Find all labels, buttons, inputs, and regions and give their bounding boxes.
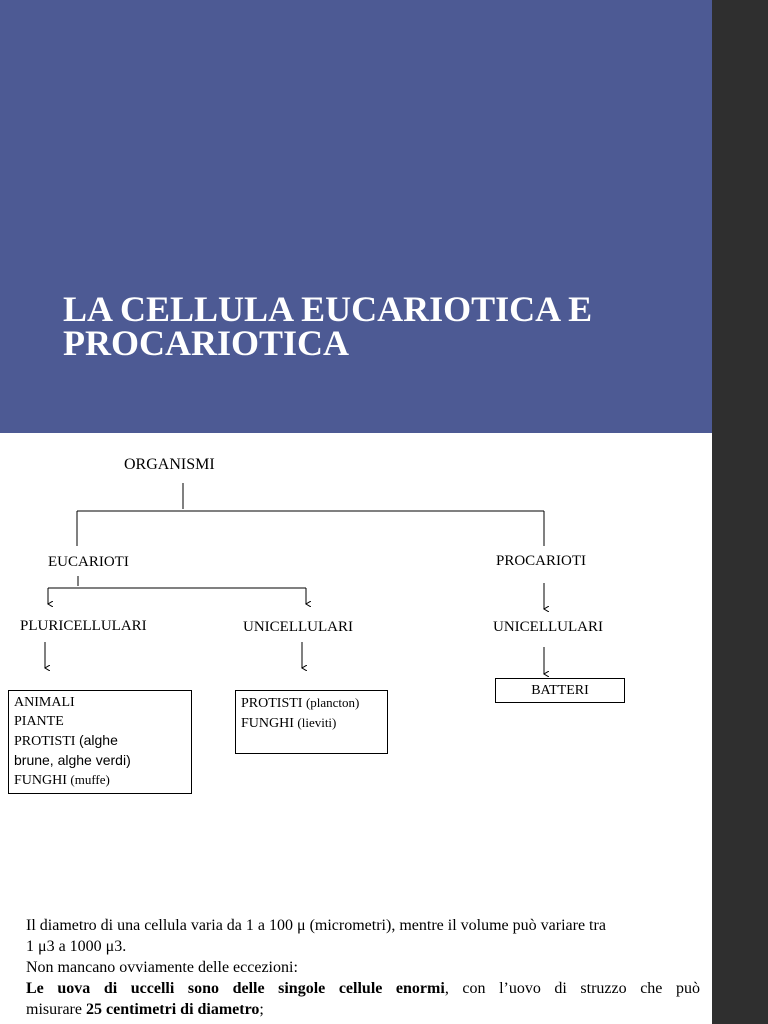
item-piante: PIANTE (14, 714, 64, 729)
box-batteri: BATTERI (495, 678, 625, 703)
description-paragraph: Il diametro di una cellula varia da 1 a … (26, 915, 700, 1020)
node-organismi: ORGANISMI (124, 456, 215, 473)
paragraph-line-4: Le uova di uccelli sono delle singole ce… (26, 980, 700, 997)
slide-title: LA CELLULA EUCARIOTICA E PROCARIOTICA (63, 289, 703, 363)
paragraph-line-2: 1 μ3 a 1000 μ3. (26, 938, 127, 955)
node-unicellulari-procarioti: UNICELLULARI (493, 619, 603, 635)
node-procarioti: PROCARIOTI (496, 553, 587, 569)
item-funghi-uni: FUNGHI (lieviti) (241, 715, 337, 731)
node-pluricellulari: PLURICELLULARI (20, 618, 147, 634)
tree-connectors (0, 483, 712, 1024)
box-pluricellulari-examples: ANIMALI PIANTE PROTISTI (alghe brune, al… (8, 690, 192, 794)
item-protisti-pluri-note: brune, alghe verdi) (14, 752, 131, 768)
paragraph-line-1: Il diametro di una cellula varia da 1 a … (26, 917, 606, 934)
item-protisti-pluri: PROTISTI (alghe (14, 732, 118, 749)
item-protisti-uni: PROTISTI (plancton) (241, 695, 360, 711)
slide-title-line-2: PROCARIOTICA (63, 323, 350, 363)
item-funghi-pluri: FUNGHI (muffe) (14, 772, 110, 788)
paragraph-line-3: Non mancano ovviamente delle eccezioni: (26, 959, 298, 976)
item-batteri: BATTERI (531, 683, 589, 698)
node-eucarioti: EUCARIOTI (48, 554, 129, 570)
item-animali: ANIMALI (14, 695, 75, 710)
title-banner (0, 0, 712, 433)
right-sidebar (712, 0, 768, 1024)
node-unicellulari-eucarioti: UNICELLULARI (243, 619, 353, 635)
box-unicellulari-eucarioti-examples: PROTISTI (plancton) FUNGHI (lieviti) (235, 690, 388, 754)
paragraph-line-5: misurare 25 centimetri di diametro; (26, 1001, 264, 1018)
slide-title-line-1: LA CELLULA EUCARIOTICA E (63, 289, 593, 329)
